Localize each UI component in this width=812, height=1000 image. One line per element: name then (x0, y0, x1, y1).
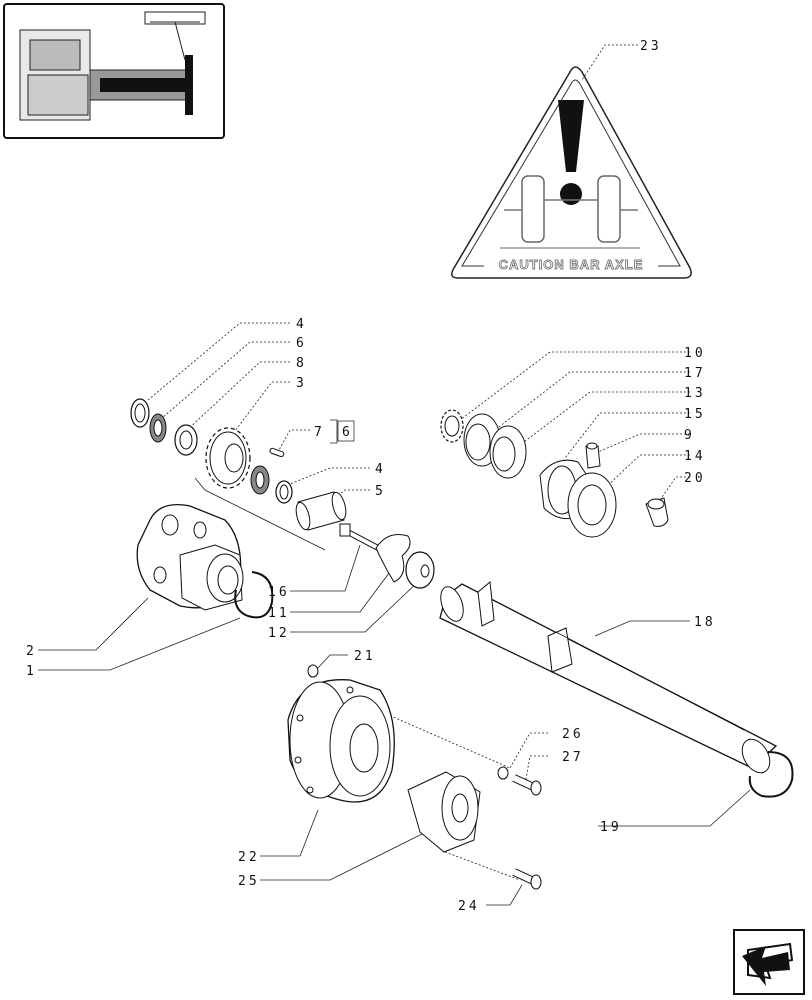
bearing-seal-set (440, 409, 669, 538)
callout-17[interactable]: 17 (684, 366, 706, 381)
callout-1[interactable]: 1 (26, 664, 37, 679)
callout-23[interactable]: 23 (640, 39, 662, 54)
planet-carrier (136, 503, 274, 619)
callout-20[interactable]: 20 (684, 471, 706, 486)
callout-16[interactable]: 16 (268, 585, 290, 600)
callout-24[interactable]: 24 (458, 899, 480, 914)
callout-11[interactable]: 11 (268, 606, 290, 621)
callout-3[interactable]: 3 (296, 376, 307, 391)
callout-8[interactable]: 8 (296, 356, 307, 371)
callout-21[interactable]: 21 (354, 649, 376, 664)
callout-25[interactable]: 25 (238, 874, 260, 889)
back-arrow-icon (742, 942, 794, 986)
wheel-hub-parts (287, 664, 542, 890)
ref-bracket (330, 419, 355, 444)
callout-6-reference[interactable]: 6 (342, 425, 353, 440)
callout-26[interactable]: 26 (562, 727, 584, 742)
back-navigation-button[interactable] (733, 929, 805, 995)
callout-labels: 23 4 6 8 3 7 6 4 5 10 17 13 15 9 14 20 1… (26, 39, 716, 914)
planetary-gear-parts (130, 398, 435, 589)
callout-10[interactable]: 10 (684, 346, 706, 361)
callout-9[interactable]: 9 (684, 428, 695, 443)
callout-14[interactable]: 14 (684, 449, 706, 464)
axle-shaft (439, 581, 794, 798)
callout-7[interactable]: 7 (314, 425, 325, 440)
callout-4[interactable]: 4 (296, 317, 307, 332)
caution-sign-text: CAUTION BAR AXLE (499, 257, 644, 272)
callout-4-second[interactable]: 4 (375, 462, 386, 477)
callout-13[interactable]: 13 (684, 386, 706, 401)
callout-5[interactable]: 5 (375, 484, 386, 499)
callout-19[interactable]: 19 (600, 820, 622, 835)
caution-sign: CAUTION BAR AXLE (451, 66, 692, 279)
overview-thumbnail[interactable] (3, 3, 225, 139)
callout-22[interactable]: 22 (238, 850, 260, 865)
callout-27[interactable]: 27 (562, 750, 584, 765)
callout-6[interactable]: 6 (296, 336, 307, 351)
callout-12[interactable]: 12 (268, 626, 290, 641)
callout-15[interactable]: 15 (684, 407, 706, 422)
leader-lines (38, 44, 751, 906)
callout-2[interactable]: 2 (26, 644, 37, 659)
callout-18[interactable]: 18 (694, 615, 716, 630)
